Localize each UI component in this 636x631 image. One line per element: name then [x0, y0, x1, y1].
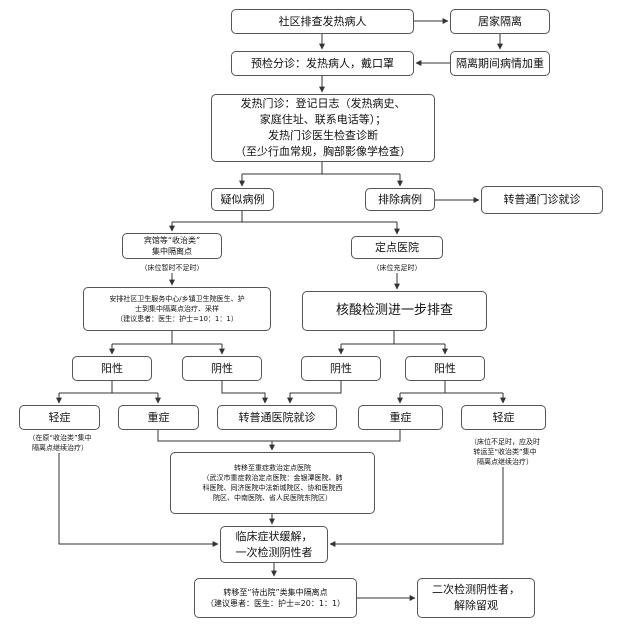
community-screening-box-line: 社区排查发热病人	[278, 14, 367, 28]
mild-right-note-line: 隔离点继续治疗）	[477, 458, 533, 466]
symptom-relief-box: 临床症状缓解， 一次检测阴性者	[220, 526, 328, 563]
community-staff-box-line: 士到集中隔离点治疗、采样	[135, 305, 219, 313]
bed-sufficient-note: （床位充足时）	[351, 263, 443, 273]
mild-left-note-line: （在原“收治类”集中	[28, 434, 92, 442]
mild-left-box: 轻症	[19, 405, 100, 430]
fever-clinic-box-line: 家庭住址、联系电话等）；	[259, 113, 387, 126]
general-clinic-box: 转普通门诊就诊	[481, 186, 603, 214]
release-observation-box: 二次检测阴性者， 解除留观	[417, 578, 535, 618]
negative-left-box: 阴性	[182, 356, 262, 381]
transfer-discharge-box-line: （建议患者：医生：护士=20：1：1）	[205, 599, 346, 608]
transfer-severe-box-line: 转移至重症救治定点医院	[234, 464, 311, 472]
hotel-isolation-box: 宾馆等“收治类” 集中隔离点	[122, 233, 222, 259]
community-staff-box-line: 安排社区卫生服务中心/乡镇卫生院医生、护	[109, 295, 245, 303]
transfer-severe-box-line: 科医院、同济医院中法新城院区、协和医院西	[202, 484, 343, 492]
bed-sufficient-note-line: （床位充足时）	[372, 264, 422, 272]
community-staff-box: 安排社区卫生服务中心/乡镇卫生院医生、护士到集中隔离点治疗、采样 （建议患者：医生…	[83, 287, 271, 331]
positive-right-box-line: 阳性	[434, 361, 456, 375]
mild-left-box-line: 轻症	[48, 410, 71, 424]
arrow-mildright-to-relief	[329, 467, 504, 547]
mild-right-note-line: （床位不足时，应及时	[470, 438, 540, 446]
fever-clinic-box-line: 发热门诊医生检查诊断	[268, 129, 378, 142]
designated-hospital-box: 定点医院	[351, 236, 443, 259]
mild-left-note: （在原“收治类”集中隔离点继续治疗）	[14, 433, 106, 453]
bed-insufficient-note: （床位暂时不足时）	[122, 263, 222, 273]
negative-right-box: 阴性	[301, 356, 381, 381]
excluded-case-box: 排除病例	[365, 188, 435, 211]
designated-hospital-box-line: 定点医院	[375, 240, 419, 254]
mild-left-note-line: 隔离点继续治疗）	[32, 444, 88, 452]
fever-clinic-box: 发热门诊：登记日志（发热病史、家庭住址、联系电话等）； 发热门诊医生检查诊断 （至少…	[211, 94, 435, 162]
general-hospital-box: 转普通医院就诊	[217, 405, 337, 430]
arrow-negright-to-hospital	[287, 381, 342, 404]
severe-left-box-line: 重症	[147, 410, 170, 424]
home-isolation-box-line: 居家隔离	[478, 14, 522, 28]
positive-left-box-line: 阳性	[101, 361, 123, 375]
suspected-case-box-line: 疑似病例	[220, 192, 265, 206]
general-clinic-box-line: 转普通门诊就诊	[503, 193, 581, 206]
transfer-severe-box-line: 院区、中南医院、省人民医院东院区）	[213, 494, 332, 502]
mild-right-box-line: 轻症	[492, 410, 515, 424]
arrow-mildleft-to-relief	[58, 453, 219, 547]
release-observation-box-line: 解除留观	[454, 599, 498, 612]
isolation-worsen-box-line: 隔离期间病情加重	[456, 56, 544, 70]
negative-right-box-line: 阴性	[330, 361, 352, 375]
community-screening-box: 社区排查发热病人	[231, 9, 414, 34]
mild-right-note: （床位不足时，应及时转运至“收治类”集中隔离点继续治疗）	[455, 437, 555, 467]
general-hospital-box-line: 转普通医院就诊	[238, 410, 316, 424]
transfer-severe-box-line: （武汉市重症救治定点医院：金银潭医院、肺	[202, 474, 343, 482]
nucleic-test-box: 核酸检测进一步排查	[302, 291, 487, 331]
negative-left-box-line: 阴性	[211, 361, 233, 375]
fever-clinic-box-line: 发热门诊：登记日志（发热病史、	[240, 97, 406, 110]
mild-right-note-line: 转运至“收治类”集中	[473, 448, 537, 456]
bed-insufficient-note-line: （床位暂时不足时）	[140, 264, 204, 272]
excluded-case-box-line: 排除病例	[378, 192, 422, 206]
hotel-isolation-box-line: 宾馆等“收治类”	[143, 236, 201, 245]
hotel-isolation-box-line: 集中隔离点	[152, 247, 192, 256]
severe-right-box: 重症	[358, 405, 443, 430]
fever-clinic-box-line: （至少行血常规，胸部影像学检查）	[235, 145, 411, 158]
positive-right-box: 阳性	[405, 356, 485, 381]
release-observation-box-line: 二次检测阴性者，	[432, 583, 520, 596]
positive-left-box: 阳性	[72, 356, 152, 381]
triage-box: 预检分诊：发热病人，戴口罩	[231, 51, 414, 76]
isolation-worsen-box: 隔离期间病情加重	[450, 51, 550, 76]
nucleic-test-box-line: 核酸检测进一步排查	[335, 303, 453, 318]
triage-box-line: 预检分诊：发热病人，戴口罩	[251, 56, 394, 70]
line-severe-merge	[157, 430, 401, 442]
transfer-discharge-box: 转移至“待出院”类集中隔离点 （建议患者：医生：护士=20：1：1）	[194, 578, 357, 618]
symptom-relief-box-line: 临床症状缓解，	[235, 529, 313, 543]
arrow-negleft-to-hospital	[221, 381, 268, 404]
severe-left-box: 重症	[118, 405, 199, 430]
transfer-severe-box: 转移至重症救治定点医院 （武汉市重症救治定点医院：金银潭医院、肺科医院、同济医院中…	[170, 452, 375, 514]
transfer-discharge-box-line: 转移至“待出院”类集中隔离点	[223, 588, 328, 597]
community-staff-box-line: （建议患者：医生：护士=10：1：1）	[116, 315, 238, 323]
mild-right-box: 轻症	[461, 405, 546, 430]
symptom-relief-box-line: 一次检测阴性者	[235, 545, 313, 559]
suspected-case-box: 疑似病例	[211, 188, 274, 211]
home-isolation-box: 居家隔离	[450, 9, 550, 34]
severe-right-box-line: 重症	[389, 410, 412, 424]
